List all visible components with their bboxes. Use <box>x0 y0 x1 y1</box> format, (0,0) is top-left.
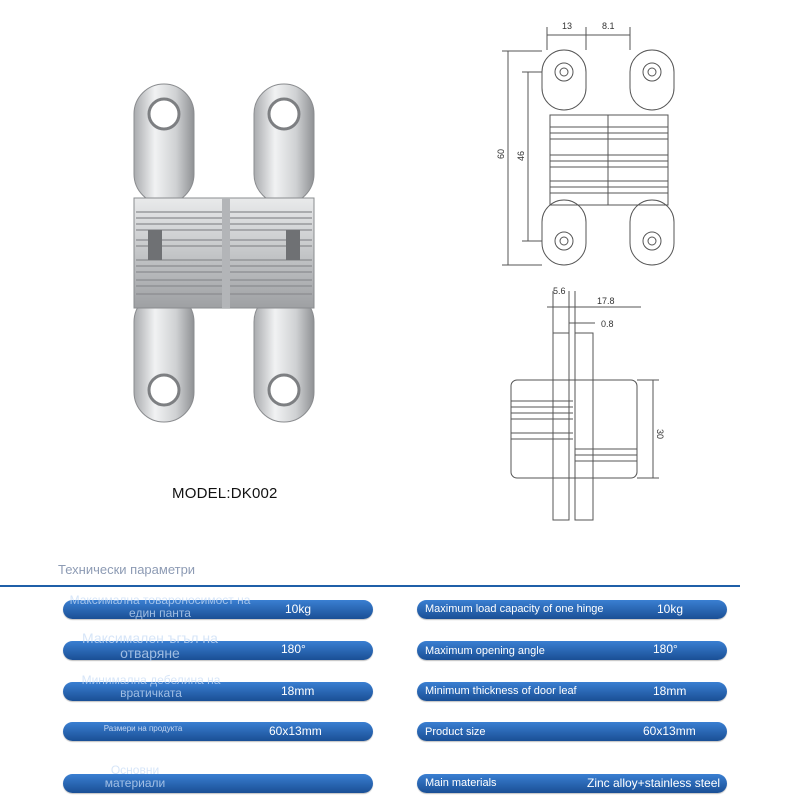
section-title: Технически параметри <box>58 562 196 577</box>
param-label: Minimum thickness of door leaf <box>425 685 577 697</box>
section-divider <box>0 585 740 587</box>
param-value: 180° <box>281 642 306 656</box>
dim-side-c: 0.8 <box>601 319 614 329</box>
param-label: Maximum opening angle <box>425 645 545 657</box>
dim-top-width-a: 13 <box>562 21 572 31</box>
param-bg-row <box>63 774 373 793</box>
param-bg-label: Максимална товароносимост на един панта <box>69 593 251 620</box>
param-en-row: Maximum load capacity of one hinge 10kg <box>417 600 727 619</box>
param-value: 10kg <box>285 602 312 616</box>
param-bg-row: 10kg <box>63 600 373 619</box>
model-label: MODEL:DK002 <box>172 485 278 502</box>
param-value: 10kg <box>657 602 684 616</box>
dim-height-total: 60 <box>496 149 506 159</box>
param-value: 18mm <box>281 684 315 698</box>
param-bg-row: 18mm <box>63 682 373 701</box>
param-value: 180° <box>653 642 678 656</box>
param-label: Product size <box>425 726 486 738</box>
param-bg-label: Размери на продукта <box>103 724 183 733</box>
hinge-product-photo <box>133 83 315 423</box>
param-en-row: Minimum thickness of door leaf 18mm <box>417 682 727 701</box>
param-bg-row: 60x13mm <box>63 722 373 741</box>
param-value: Zinc alloy+stainless steel <box>587 776 721 790</box>
param-bg-label: Максимален ъгъл на отваряне <box>82 630 218 661</box>
param-bg-label: Минимална дебелина на вратичката <box>81 673 221 700</box>
param-en-row: Main materials Zinc alloy+stainless stee… <box>417 774 727 793</box>
dim-side-a: 5.6 <box>553 286 566 296</box>
param-value: 18mm <box>653 684 687 698</box>
front-view-drawing: 60 46 13 8.1 <box>496 21 675 266</box>
param-en-row: Product size 60x13mm <box>417 722 727 741</box>
param-value: 60x13mm <box>269 724 322 738</box>
param-en-row: Maximum opening angle 180° <box>417 641 727 660</box>
dim-side-b: 17.8 <box>597 296 615 306</box>
side-view-drawing: 5.6 17.8 0.8 30 <box>510 286 665 521</box>
param-bg-row: 180° <box>63 641 373 660</box>
dim-side-height: 30 <box>655 429 665 439</box>
param-bg-label: Основни материали <box>104 763 166 790</box>
param-value: 60x13mm <box>643 724 696 738</box>
dim-height-hole: 46 <box>516 151 526 161</box>
dim-top-width-b: 8.1 <box>602 21 615 31</box>
param-label: Main materials <box>425 777 497 789</box>
param-label: Maximum load capacity of one hinge <box>425 603 604 615</box>
